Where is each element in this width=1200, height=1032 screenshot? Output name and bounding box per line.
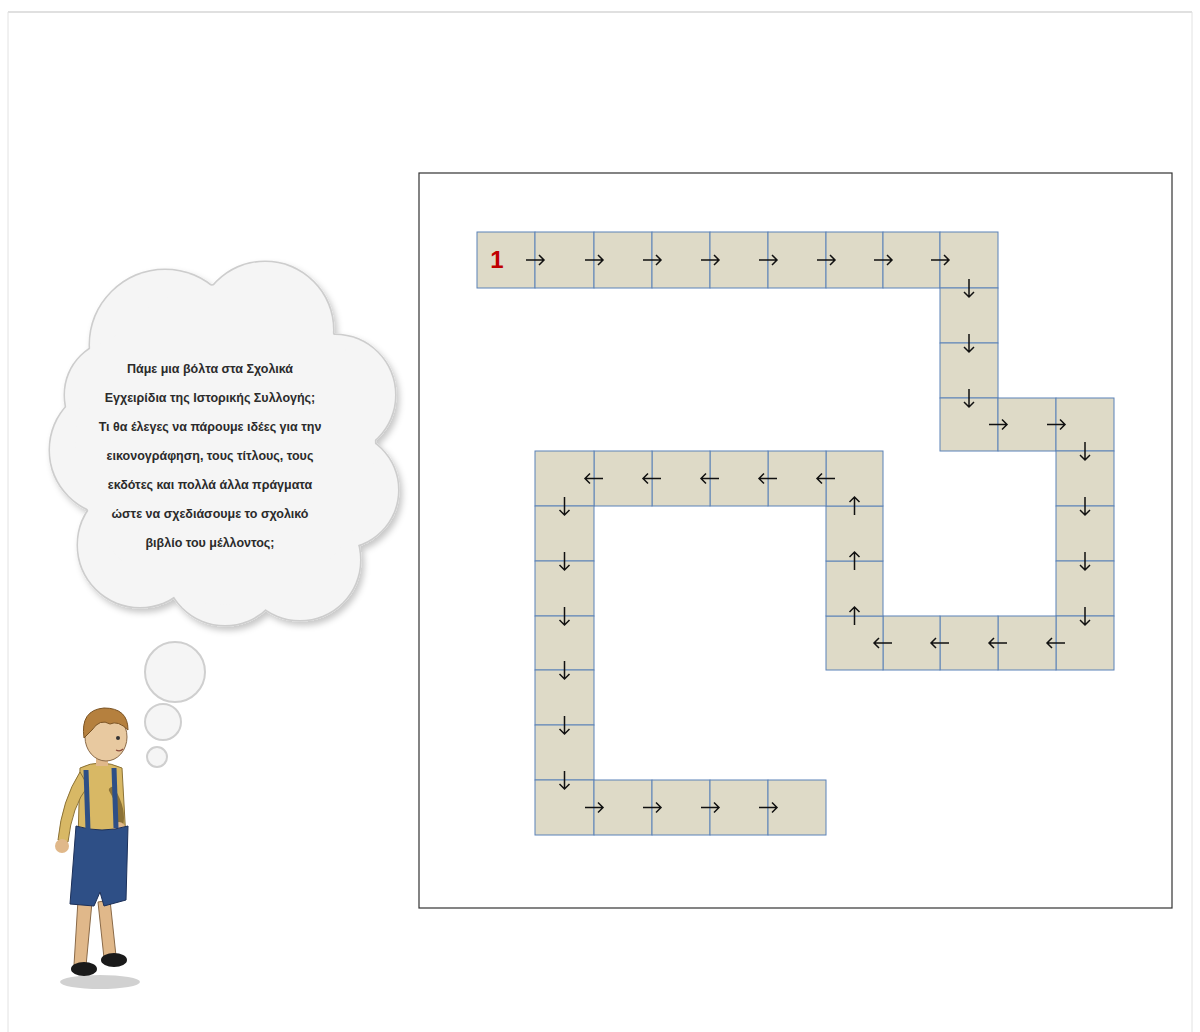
- hair: [83, 708, 128, 738]
- shoe: [71, 962, 97, 976]
- leg: [98, 900, 116, 958]
- cloud-text: Πάμε μια βόλτα στα Σχολικά Εγχειρίδια τη…: [95, 355, 325, 558]
- suspender: [114, 768, 116, 828]
- thought-bubble: [145, 704, 181, 740]
- path-arrow: [585, 255, 603, 265]
- path-arrow: [560, 716, 570, 734]
- thought-bubbles: [145, 642, 205, 767]
- path-arrow: [989, 420, 1007, 430]
- speech-text: Πάμε μια βόλτα στα Σχολικά Εγχειρίδια τη…: [95, 355, 325, 413]
- suspender: [86, 770, 88, 830]
- path-arrow: [1080, 607, 1090, 625]
- path-arrow: [759, 474, 777, 484]
- speech-text: Τι θα έλεγες να πάρουμε ιδέες για την ει…: [95, 413, 325, 558]
- cloud-outline: [50, 262, 400, 627]
- leg: [74, 900, 92, 966]
- path-arrow: [1080, 497, 1090, 515]
- path-arrow: [560, 552, 570, 570]
- mouth: [116, 749, 123, 751]
- path-arrow: [817, 255, 835, 265]
- overalls: [70, 826, 128, 906]
- path-arrow: [1080, 552, 1090, 570]
- thought-cloud: Πάμε μια βόλτα στα Σχολικά Εγχειρίδια τη…: [50, 262, 400, 627]
- path-arrow: [585, 803, 603, 813]
- path-arrow: [931, 638, 949, 648]
- board-path: [477, 232, 1114, 835]
- hand: [55, 839, 69, 853]
- path-arrow: [759, 255, 777, 265]
- shoe: [101, 953, 127, 967]
- path-arrow: [964, 389, 974, 407]
- start-cell: 1: [477, 232, 535, 288]
- eye: [116, 736, 120, 740]
- path-arrow: [931, 255, 949, 265]
- path-arrow: [989, 638, 1007, 648]
- path-arrow: [1047, 420, 1065, 430]
- path-arrow: [817, 474, 835, 484]
- path-arrow: [1080, 442, 1090, 460]
- cloud-fill: [75, 285, 375, 605]
- thought-bubble: [145, 642, 205, 702]
- cell-text: 1: [477, 232, 517, 288]
- path-arrow: [643, 474, 661, 484]
- boy-illustration: [55, 708, 140, 989]
- path-arrow: [560, 497, 570, 515]
- path-arrow: [643, 803, 661, 813]
- path-arrow: [560, 661, 570, 679]
- thought-bubble: [147, 747, 167, 767]
- path-arrow: [964, 279, 974, 297]
- path-arrow: [850, 552, 860, 570]
- page-edge: [1192, 12, 1193, 1032]
- page-edge: [8, 12, 9, 1032]
- path-arrow: [1047, 638, 1065, 648]
- path-arrow: [701, 803, 719, 813]
- cloud-body: [75, 285, 375, 605]
- path-arrow: [560, 607, 570, 625]
- path-arrow: [643, 255, 661, 265]
- path-arrow: [526, 255, 544, 265]
- path-arrow: [874, 638, 892, 648]
- board-frame: [419, 173, 1172, 908]
- path-arrows: [526, 255, 1090, 813]
- square-number: 1: [490, 246, 503, 274]
- path-arrow: [701, 255, 719, 265]
- path-arrow: [850, 497, 860, 515]
- shadow: [60, 975, 140, 989]
- path-arrow: [560, 771, 570, 789]
- path-arrow: [585, 474, 603, 484]
- path-arrow: [850, 607, 860, 625]
- page-edge: [8, 11, 1192, 13]
- path-arrow: [701, 474, 719, 484]
- path-arrow: [874, 255, 892, 265]
- path-arrow: [759, 803, 777, 813]
- path-arrow: [964, 334, 974, 352]
